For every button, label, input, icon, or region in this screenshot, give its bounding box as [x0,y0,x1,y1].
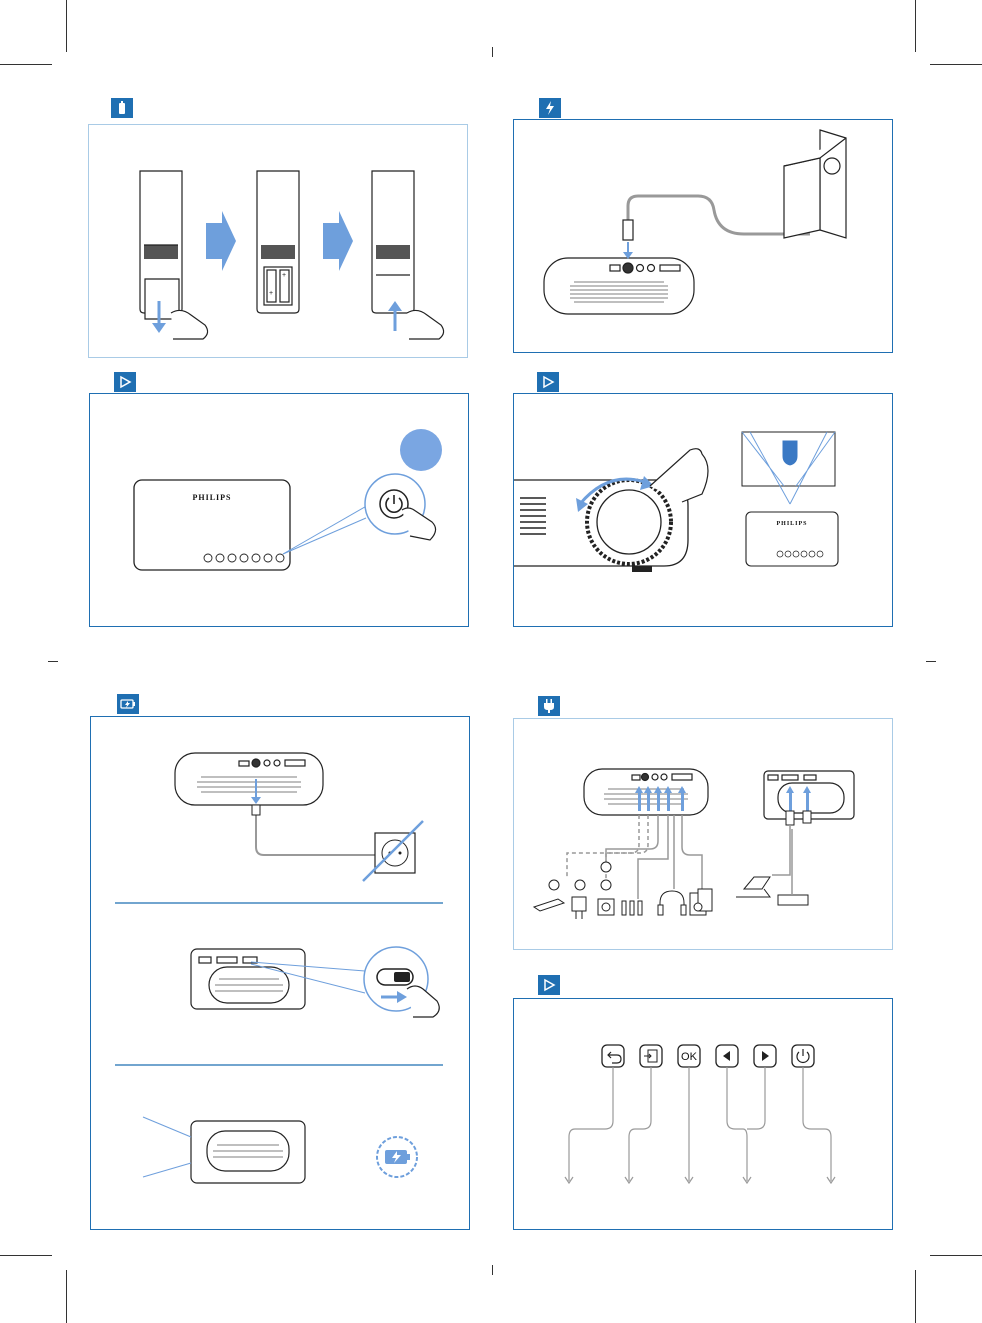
hand-icon [171,310,208,339]
hand-icon [402,508,436,540]
arrow-right-icon [206,211,236,271]
projector-rear [544,258,694,314]
philips-logo: PHILIPS [776,521,807,527]
left-button[interactable] [716,1045,738,1067]
power-adapter [784,130,846,238]
controls-panel: OK [513,998,893,1230]
power-button[interactable] [792,1045,814,1067]
battery-install-panel: + + [88,124,468,358]
battery-switch[interactable] [377,969,413,985]
focus-panel: PHILIPS [513,393,893,627]
remote-back-batteries: + + [257,171,299,313]
arrow-down-icon [623,242,633,259]
dc-plug [623,220,633,240]
battery-icon [111,98,133,118]
hand-icon [407,310,444,339]
lightning-icon [539,98,561,118]
charging-timer-icon [377,1137,417,1177]
charging-panel [90,716,470,1230]
projector-rear-switch [191,949,305,1009]
svg-text:OK: OK [681,1051,698,1063]
projector-side [191,1121,305,1183]
projector-top: PHILIPS [134,480,290,570]
svg-text:+: + [269,290,273,297]
callout-lines [565,1067,835,1183]
remote-back-open [140,171,182,319]
projector-front [514,480,688,572]
switch-on-panel: PHILIPS [89,393,469,627]
projection-screen [742,432,835,504]
projector-rear [175,753,323,805]
back-button[interactable] [602,1045,624,1067]
play-icon [114,372,136,392]
step-indicator [400,429,442,471]
source-button[interactable] [640,1045,662,1067]
connections-panel [513,718,893,950]
play-icon [538,975,560,995]
svg-text:+: + [282,272,286,279]
laptop-icon [736,877,770,897]
plug-icon [538,696,560,716]
power-supply-panel [513,119,893,353]
power-cable [256,807,384,855]
power-cable [628,196,810,234]
play-icon [537,372,559,392]
arrow-right-icon [323,211,353,271]
ok-button[interactable]: OK [678,1045,700,1067]
device-icons [534,862,712,919]
remote-back-closed [372,171,414,313]
battery-charge-icon [117,694,139,714]
arrow-up-icon [388,301,402,331]
wall-socket-icon [375,833,415,873]
projector-top-small: PHILIPS [746,512,838,566]
philips-logo: PHILIPS [192,493,231,502]
right-button[interactable] [754,1045,776,1067]
hand-icon [407,986,439,1017]
media-box-icon [778,829,808,905]
